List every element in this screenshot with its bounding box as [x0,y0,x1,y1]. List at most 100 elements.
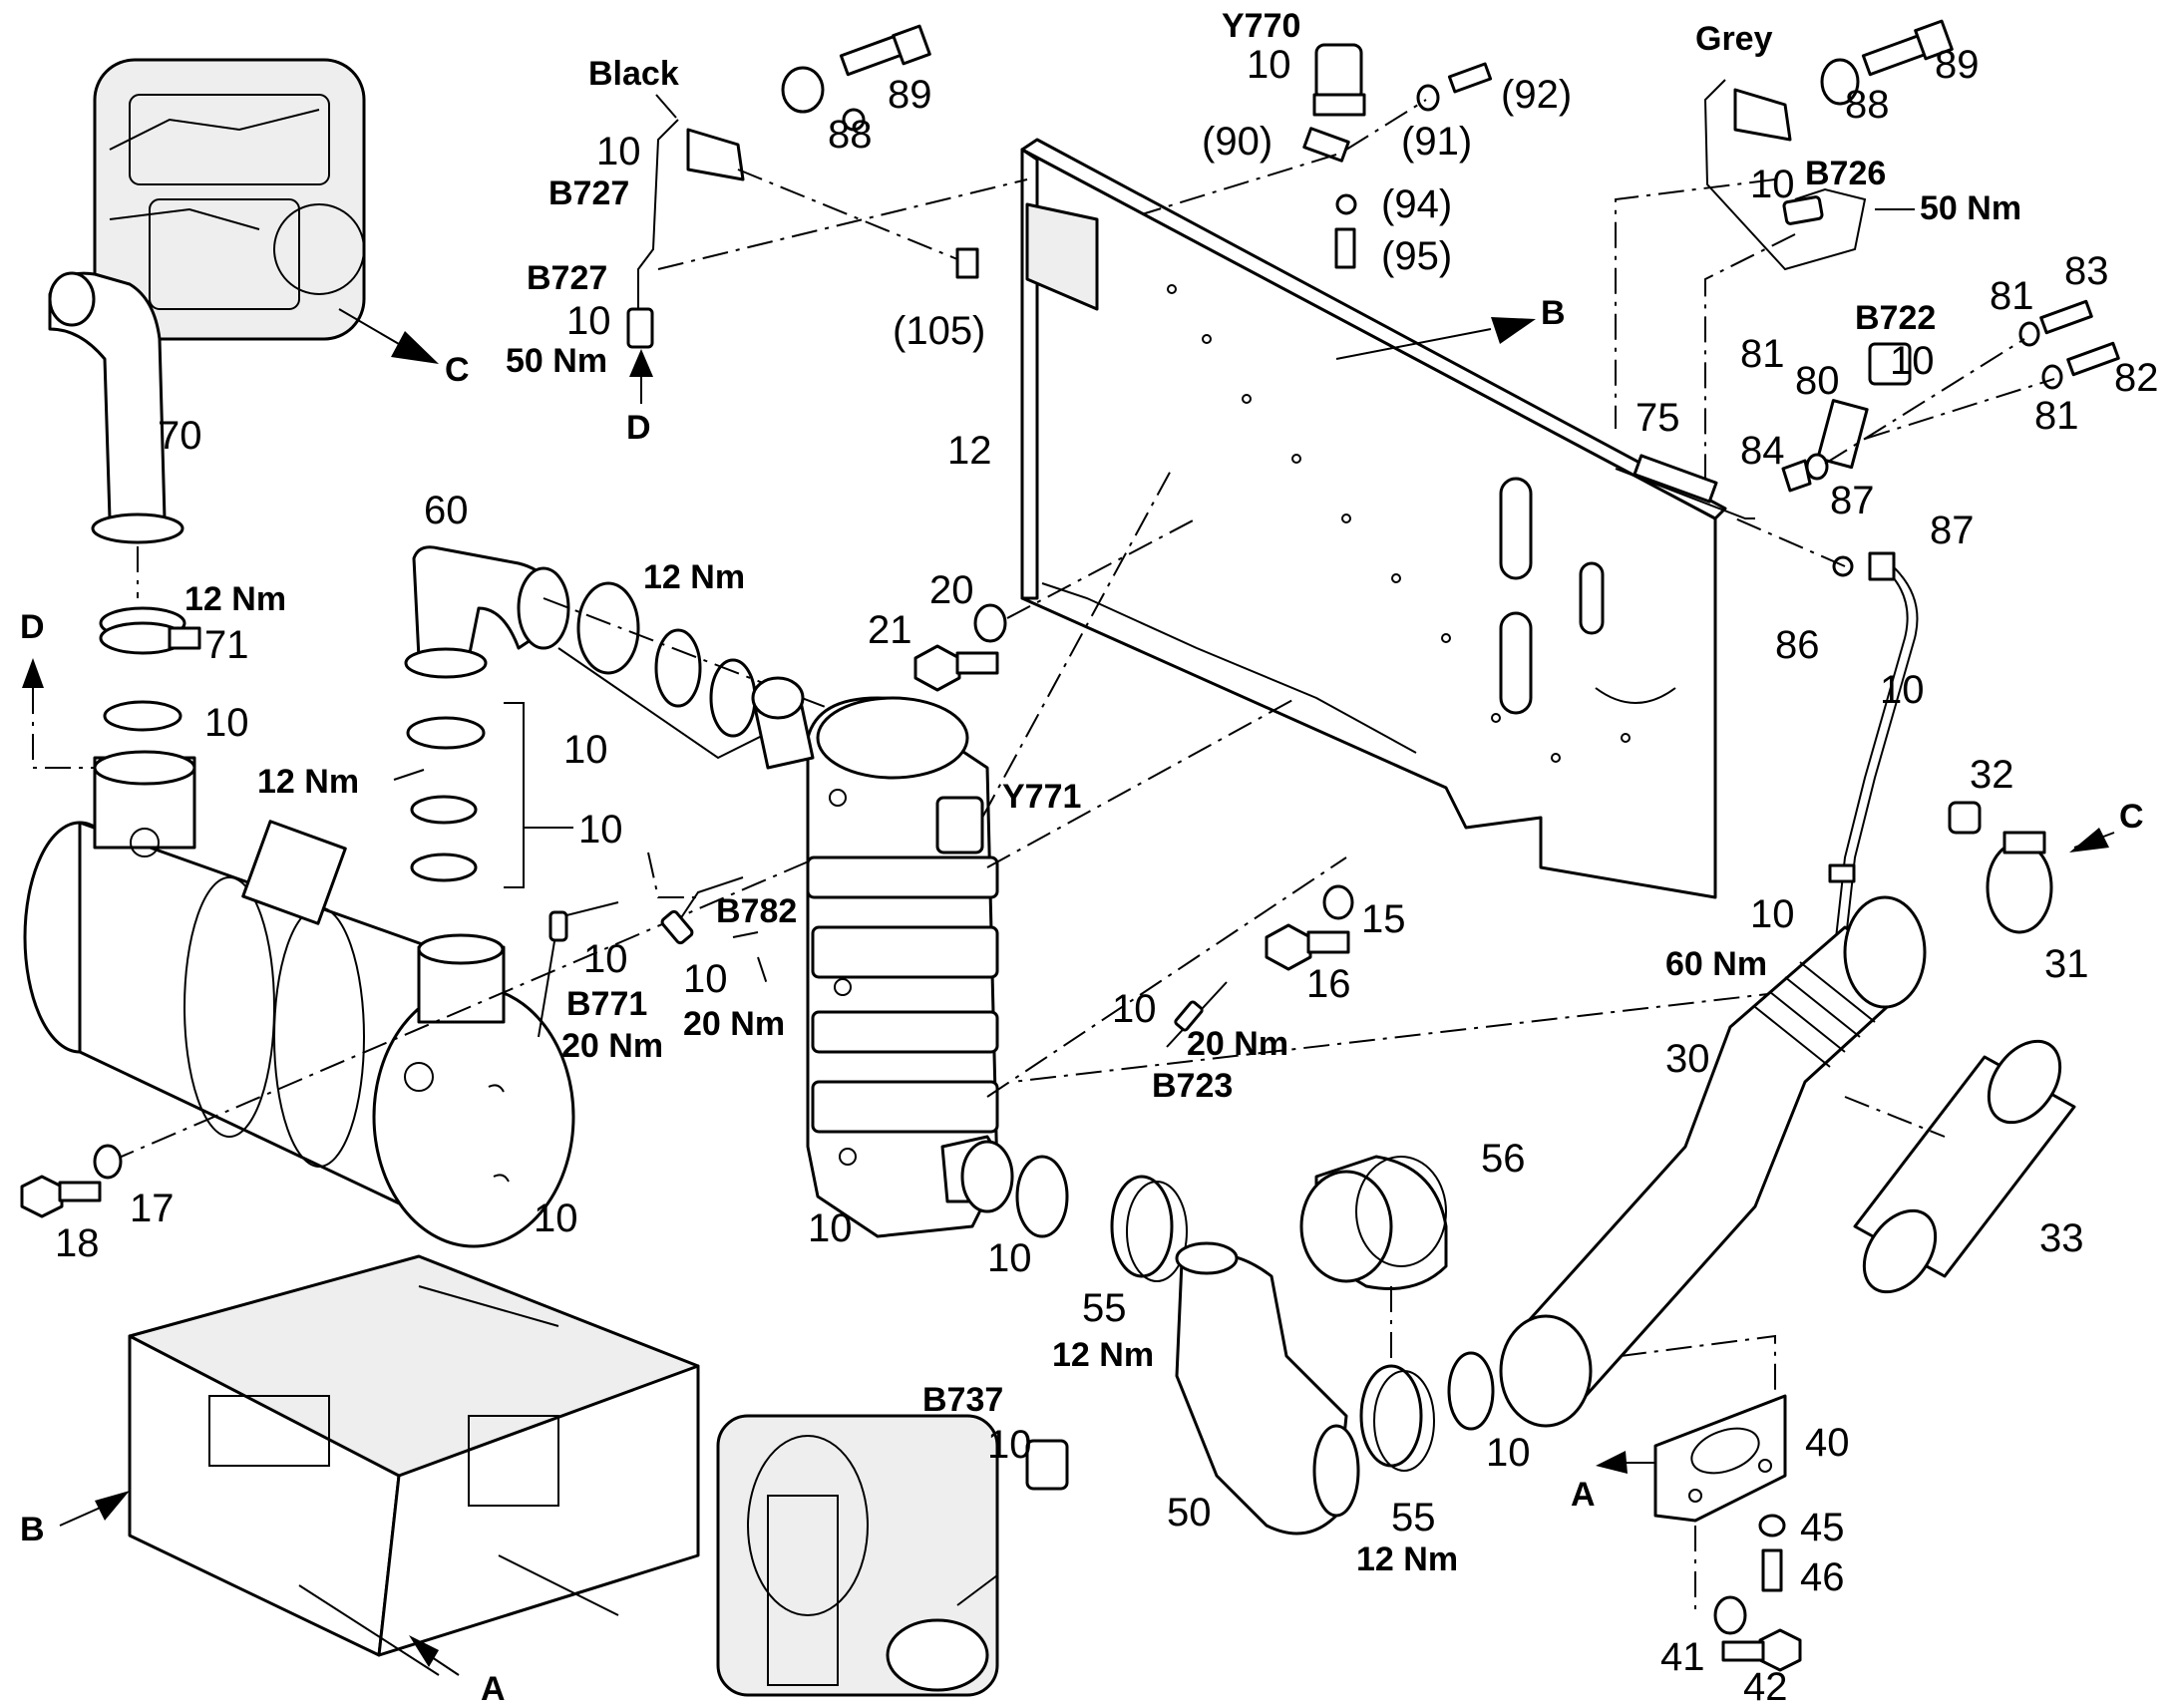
washer-88-left [781,66,825,114]
callout-b771: B771 [566,985,647,1023]
flange-ring-10 [1015,1155,1069,1238]
sensor-b727 [626,108,866,349]
callout-y771: Y771 [1002,778,1081,816]
engine-thumbnail: C [93,58,470,389]
callout-b737: B737 [922,1381,1003,1419]
flex-pipe-30 [1499,895,1927,1428]
bolt-83 [2039,299,2093,335]
callout-55-upper: 55 [1082,1286,1127,1330]
sensor-b722 [1816,342,1912,470]
nut-32 [1948,801,1982,835]
washer-81-right [2041,364,2063,390]
bolt-92 [1447,62,1493,94]
callout-81-top: 81 [1990,274,2034,318]
callout-91: (91) [1401,120,1472,164]
callout-42: 42 [1743,1665,1788,1708]
clamp-71 [99,606,201,655]
callout-20: 20 [929,568,974,612]
machine-frame-thumbnail [128,1254,700,1676]
callout-10-pipe: 10 [1880,668,1925,712]
callout-b727-torque: 50 Nm [506,342,607,380]
bolt-21 [913,644,999,692]
washer-17 [93,1144,123,1180]
callout-b727-top: B727 [548,174,629,212]
callout-55-lower: 55 [1391,1496,1436,1539]
callout-b-arrow: B [1541,294,1566,332]
callout-d-top: D [20,608,45,646]
clamp-31 [1986,831,2053,934]
callout-c-arrow: C [2119,798,2144,836]
bolt-18 [20,1175,102,1218]
bolt-42 [1721,1628,1802,1672]
sleeve-56 [1299,1155,1448,1290]
bracket-40 [1653,1394,1787,1523]
pipe-50 [1175,1241,1360,1536]
seal-10-b [410,853,478,882]
callout-10-muffler: 10 [534,1196,578,1240]
callout-60-torque: 12 Nm [643,558,745,596]
callout-b726-torque: 50 Nm [1920,189,2021,227]
callout-18: 18 [55,1221,100,1265]
callout-16: 16 [1306,962,1351,1006]
sensor-b737 [1025,1439,1069,1491]
bolt-16 [1265,923,1350,971]
dpf-10 [751,676,1014,1238]
callout-y770: Y770 [1222,7,1300,45]
callout-81-right: 81 [2034,394,2079,438]
washer-20 [973,603,1007,643]
callout-95: (95) [1381,234,1452,278]
callout-10-dpf: 10 [808,1206,853,1250]
callout-b726: B726 [1805,155,1886,192]
bolt-95 [1334,227,1356,269]
callout-10-clamp-torque: 12 Nm [257,763,359,801]
callout-88-left: 88 [828,113,873,157]
seal-10-a [410,795,478,825]
callout-10-b727-bottom: 10 [566,299,611,343]
callout-b771-torque: 20 Nm [561,1027,663,1065]
seal-ring-10-top [103,700,182,732]
callout-10-ring-top: 10 [204,701,249,745]
callout-10-b737: 10 [987,1423,1032,1467]
callout-71-torque: 12 Nm [184,580,286,618]
callout-55-lower-torque: 12 Nm [1356,1540,1458,1578]
callout-105: (105) [893,309,985,353]
callout-81-mid: 81 [1740,332,1785,376]
callout-c-engine: C [445,351,470,389]
b737-sensor-thumbnail [716,1414,999,1697]
callout-82: 82 [2114,356,2159,400]
washer-91 [1416,84,1440,112]
callout-10-sensor-mid: 10 [683,957,728,1001]
bolt-46 [1761,1548,1783,1592]
callout-94: (94) [1381,182,1452,226]
washer-81-top [2018,321,2040,347]
callout-86: 86 [1775,623,1820,667]
sensor-b723 [1166,981,1228,1048]
tail-pipe-70 [48,271,184,544]
callout-b782-torque: 20 Nm [683,1005,785,1043]
callout-50: 50 [1167,1491,1212,1535]
callout-40: 40 [1805,1421,1850,1465]
callout-87-right: 87 [1930,509,1975,552]
callout-b723: B723 [1152,1067,1233,1105]
callout-31: 31 [2044,942,2089,986]
callout-60: 60 [424,489,469,532]
bolt-89-left [839,24,931,77]
washer-45 [1758,1514,1786,1537]
callout-b722: B722 [1855,299,1936,337]
washer-15 [1322,884,1354,920]
callout-10-seals: 10 [563,728,608,772]
oring-10 [1447,1351,1495,1431]
callout-89-left: 89 [888,73,932,117]
callout-10-b723: 10 [1112,987,1157,1031]
callout-10-oring: 10 [1486,1431,1531,1475]
callout-10-sensor-left: 10 [583,937,628,981]
callout-10-y770: 10 [1247,43,1291,87]
callout-21: 21 [868,608,912,652]
callout-10-bracket-group: 10 [578,808,623,852]
mounting-panel-12 [1020,138,1727,899]
callout-45: 45 [1800,1506,1845,1549]
washer-94 [1335,193,1357,215]
callout-88-right: 88 [1845,83,1890,127]
elbow-60 [404,545,570,679]
callout-32: 32 [1970,753,2014,797]
